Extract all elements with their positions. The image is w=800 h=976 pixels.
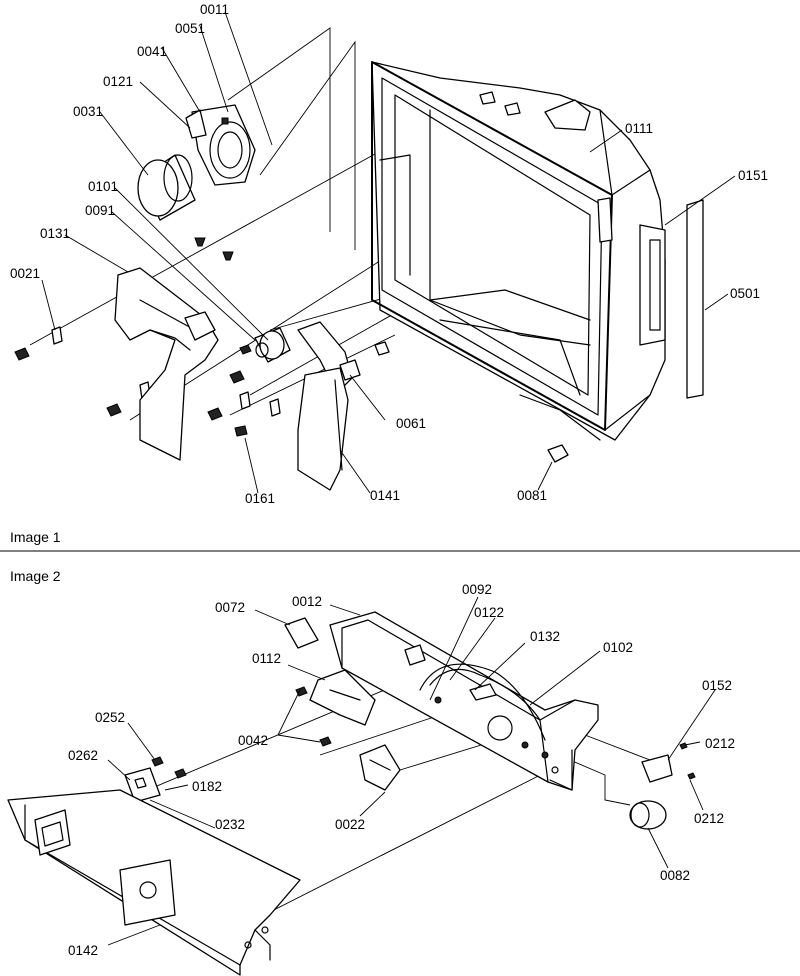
callout-0151: 0151 — [738, 168, 768, 183]
cover-0152 — [641, 754, 673, 783]
damper-right — [297, 321, 361, 491]
callout-0131: 0131 — [40, 226, 70, 241]
callout-0081: 0081 — [517, 488, 547, 503]
callout-0061: 0061 — [396, 416, 426, 431]
screw-set — [14, 237, 252, 437]
liner-housing — [371, 61, 666, 441]
callout-0101: 0101 — [88, 179, 118, 194]
callout-0092: 0092 — [462, 582, 492, 597]
callout-0112: 0112 — [252, 651, 281, 666]
callout-0031: 0031 — [73, 104, 103, 119]
fan-bracket — [185, 104, 256, 186]
callout-0011: 0011 — [200, 2, 229, 17]
image-2-caption: Image 2 — [10, 568, 61, 584]
callout-0212-bottom: 0212 — [694, 811, 724, 826]
damper-left — [114, 267, 219, 461]
relay — [309, 669, 376, 726]
callout-0012: 0012 — [292, 594, 322, 609]
callout-0252: 0252 — [95, 710, 125, 725]
callout-0501: 0501 — [730, 286, 760, 301]
screw-0212-b — [687, 772, 696, 780]
callout-leaders-1 — [41, 11, 736, 494]
callout-0182: 0182 — [192, 779, 222, 794]
callout-0051: 0051 — [175, 21, 205, 36]
image-1-caption: Image 1 — [10, 529, 61, 545]
thermostat — [284, 617, 319, 649]
callout-0122: 0122 — [474, 605, 504, 620]
callout-0142: 0142 — [68, 943, 98, 958]
callout-0141: 0141 — [370, 488, 400, 503]
callout-0121: 0121 — [103, 74, 133, 89]
foot-pad — [547, 444, 569, 463]
callout-0021: 0021 — [10, 266, 40, 281]
screw-0212-a — [679, 742, 688, 750]
damper-motor — [254, 327, 291, 363]
callout-leaders-2 — [107, 596, 716, 946]
callout-0022: 0022 — [335, 817, 365, 832]
callouts-1: 0011 0051 0041 0121 0031 0101 0091 0131 … — [10, 2, 768, 506]
callout-0102: 0102 — [603, 640, 633, 655]
screw-0042-b — [319, 736, 332, 747]
knob-0082 — [629, 800, 667, 830]
exploded-view-2: Image 2 — [7, 568, 735, 976]
callouts-2: 0072 0012 0092 0122 0132 0102 0112 0252 … — [68, 582, 735, 958]
callout-0262: 0262 — [68, 748, 98, 763]
switch — [359, 744, 401, 791]
callout-0072: 0072 — [215, 600, 245, 615]
fan-blade — [137, 154, 196, 221]
callout-0161: 0161 — [245, 491, 275, 506]
connector-block — [124, 756, 187, 803]
callout-0232: 0232 — [215, 817, 245, 832]
callout-0132: 0132 — [530, 629, 560, 644]
front-panel — [7, 789, 301, 976]
callout-0041: 0041 — [137, 44, 167, 59]
callout-0082: 0082 — [660, 868, 690, 883]
exploded-view-1: 0011 0051 0041 0121 0031 0101 0091 0131 … — [10, 2, 768, 545]
callout-0091: 0091 — [85, 203, 115, 218]
gasket-strip — [686, 199, 704, 399]
callout-0212-top: 0212 — [705, 736, 735, 751]
callout-0111: 0111 — [625, 121, 653, 136]
callout-0042: 0042 — [238, 733, 268, 748]
callout-0152: 0152 — [702, 678, 732, 693]
